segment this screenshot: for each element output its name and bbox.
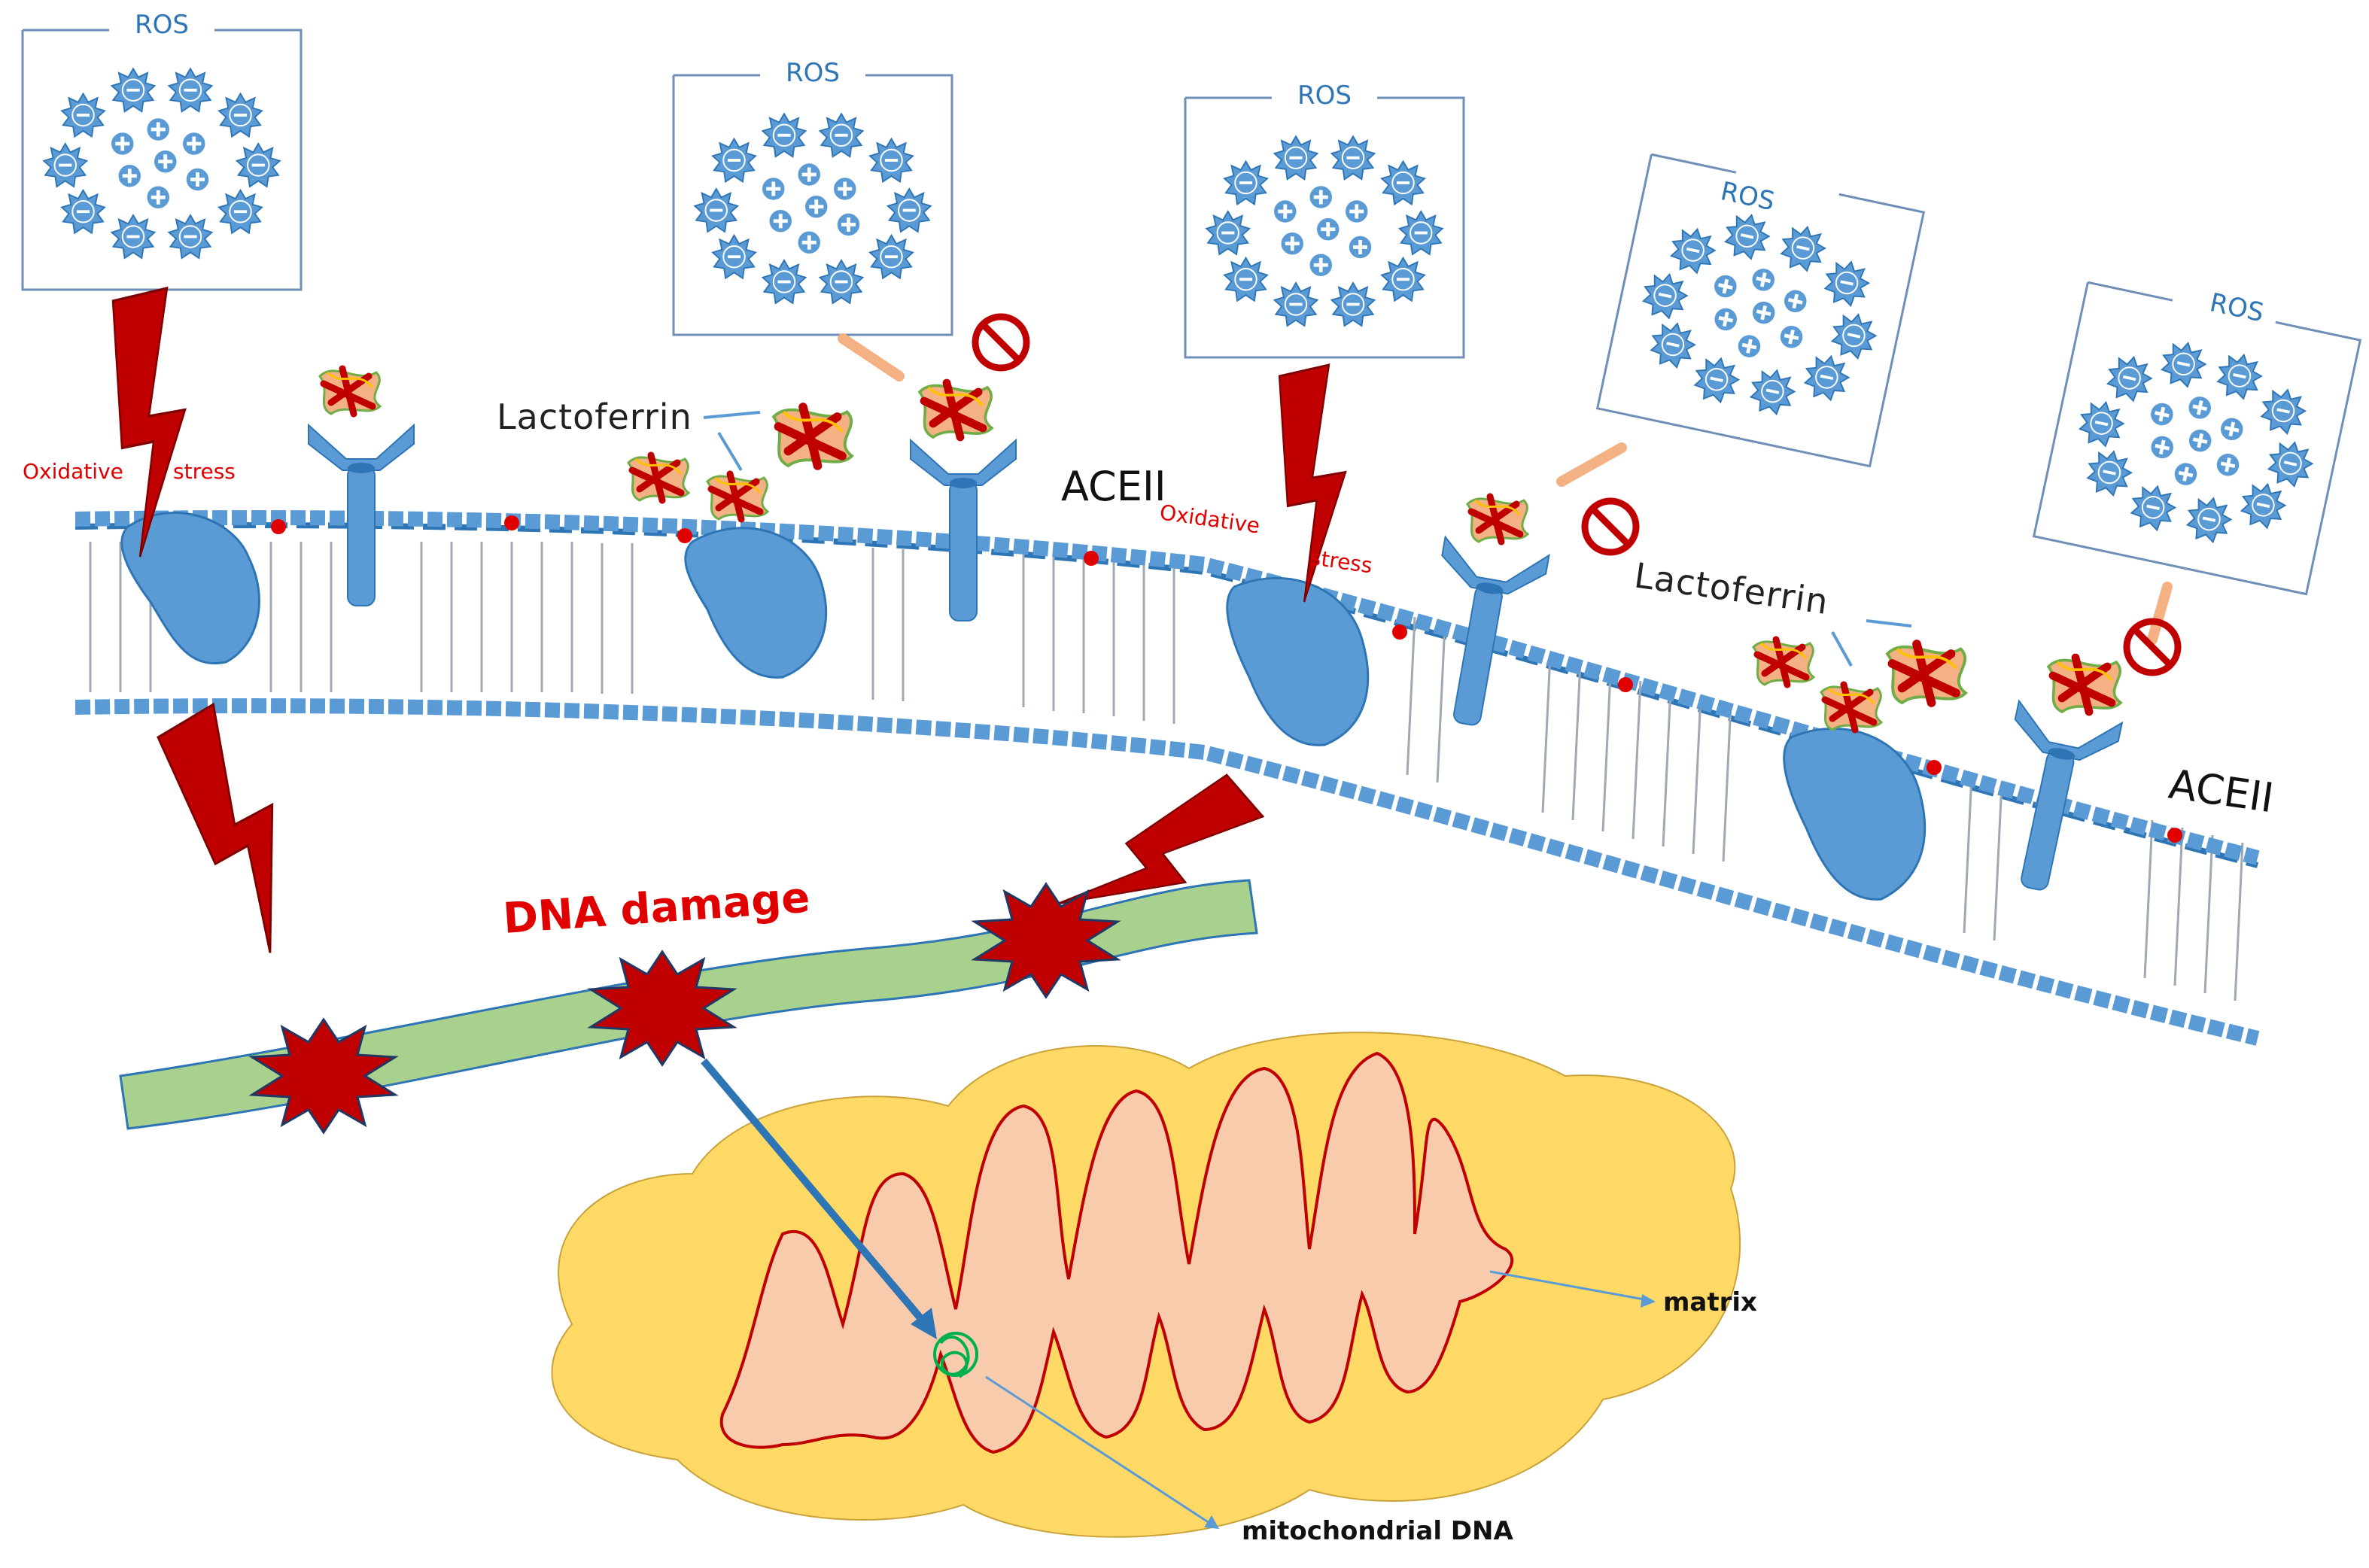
lactoferrin-label-2: Lactoferrin [1632,555,1831,622]
ace2-receptor-2 [910,439,1017,621]
stress-label-2: stress [1309,545,1374,578]
lactoferrin-protein-2 [628,455,689,500]
ros-label-4: ROS [1718,176,1778,217]
lactoferrin-protein-1 [320,369,380,414]
lightning-bolt-icon-3 [152,696,321,965]
oxidative-label-2: Oxidative [1158,500,1261,538]
lactoferrin-protein-3 [707,474,768,519]
membrane-protein-3 [1226,576,1370,746]
matrix-label: matrix [1663,1287,1757,1317]
ros-cluster-icon-5 [2034,282,2361,594]
ros-label-3: ROS [1297,81,1352,111]
lactoferrin-label-1: Lactoferrin [497,397,692,437]
ros-cluster-icon-3 [1185,98,1464,357]
mitochondrial-dna-label: mitochondrial DNA [1242,1516,1513,1546]
ros-label-2: ROS [786,58,840,88]
stress-label-1: stress [173,459,236,484]
dna-damage-title: DNA damage [501,874,811,944]
oxidative-label-1: Oxidative [23,459,123,484]
lactoferrin-protein-8 [1821,685,1881,730]
ros-cluster-icon-1 [23,30,301,290]
mitochondrial-dna-icon [933,1332,978,1378]
ace2-receptor-4 [1981,700,2123,901]
inhibit-icon-2 [1585,501,1636,552]
membrane-protein-4 [1783,727,1927,901]
lactoferrin-protein-6 [1467,497,1528,542]
lactoferrin-protein-5 [920,383,992,437]
ros-label-5: ROS [2207,287,2267,328]
lactoferrin-protein-10 [2048,658,2121,712]
aceii-label-1: ACEII [1061,463,1166,510]
lactoferrin-protein-7 [1753,640,1814,685]
ros-cluster-icon-2 [674,75,952,335]
damage-arrow [701,1058,937,1339]
ros-label-1: ROS [135,10,189,40]
lactoferrin-protein-4 [774,407,852,466]
membrane-protein-2 [684,527,828,679]
cell-membrane [75,510,2260,1046]
membrane-protein-1 [120,511,260,664]
mitochondrion-inner [719,1051,1513,1454]
aceii-label-2: ACEII [2166,760,2276,822]
lactoferrin-protein-9 [1887,644,1966,703]
inhibit-icon-1 [975,317,1026,368]
